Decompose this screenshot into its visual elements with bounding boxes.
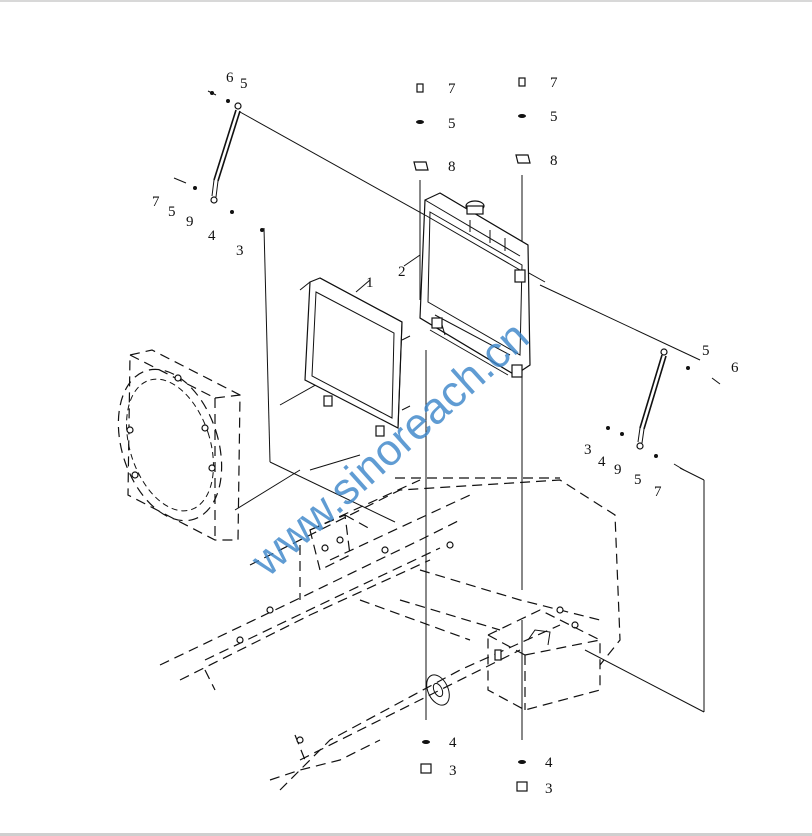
callout-8-upper-right: 8 bbox=[550, 153, 558, 169]
cooler-panel bbox=[299, 277, 411, 437]
callout-7-right: 7 bbox=[654, 484, 662, 500]
callout-8-upper-mid: 8 bbox=[448, 159, 456, 175]
lower-mount-fasteners bbox=[420, 740, 528, 792]
callout-5-right: 5 bbox=[702, 343, 710, 359]
tie-rod-upper-left bbox=[173, 90, 264, 232]
tie-rod-lower-right bbox=[606, 348, 721, 471]
upper-mount-fasteners bbox=[413, 77, 531, 171]
callout-7-left: 7 bbox=[152, 194, 160, 210]
callout-5-upper-right: 5 bbox=[550, 109, 558, 125]
callout-4-left: 4 bbox=[208, 228, 216, 244]
callout-4-lower-mid: 4 bbox=[449, 735, 457, 751]
callout-5-left: 5 bbox=[168, 204, 176, 220]
support-box bbox=[487, 609, 601, 711]
callout-5-upper-left: 5 bbox=[240, 76, 248, 92]
callout-labels: 6 5 7 5 9 4 3 7 5 8 7 5 8 2 1 5 6 3 4 9 … bbox=[152, 70, 739, 797]
callout-7-upper-mid: 7 bbox=[448, 81, 456, 97]
callout-5-lower-right: 5 bbox=[634, 472, 642, 488]
radiator bbox=[419, 192, 531, 378]
callout-3-lower-right: 3 bbox=[545, 781, 553, 797]
callout-4-lower-right: 4 bbox=[545, 755, 553, 771]
fan-shroud bbox=[117, 349, 241, 541]
callout-3-lower-mid: 3 bbox=[449, 763, 457, 779]
callout-4-right: 4 bbox=[598, 454, 606, 470]
callout-9-left: 9 bbox=[186, 214, 194, 230]
bottom-border bbox=[0, 833, 812, 836]
callout-2-radiator: 2 bbox=[398, 264, 406, 280]
callout-6-upper-left: 6 bbox=[226, 70, 234, 86]
callout-3-left: 3 bbox=[236, 243, 244, 259]
callout-7-upper-right: 7 bbox=[550, 75, 558, 91]
chassis-frame bbox=[159, 477, 621, 791]
callout-1-panel: 1 bbox=[366, 275, 374, 291]
top-border bbox=[0, 0, 812, 2]
callout-9-right: 9 bbox=[614, 462, 622, 478]
callout-3-right: 3 bbox=[584, 442, 592, 458]
callout-6-right: 6 bbox=[731, 360, 739, 376]
left-bracket bbox=[309, 514, 373, 571]
callout-5-upper-mid: 5 bbox=[448, 116, 456, 132]
